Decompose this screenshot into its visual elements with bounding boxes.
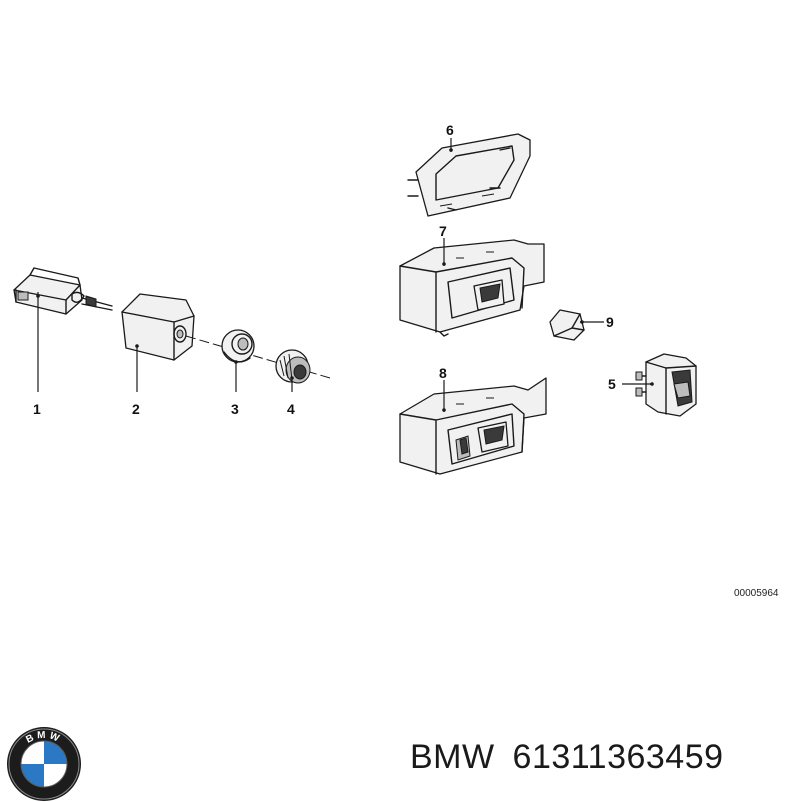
diagram-reference-number: 00005964 xyxy=(734,588,779,599)
callout-6: 6 xyxy=(446,122,454,138)
part-8-switch-panel xyxy=(399,377,547,475)
svg-text:BMW: BMW xyxy=(24,730,63,746)
part-9-button-cap xyxy=(549,309,585,341)
assembly-axis-line xyxy=(185,335,331,379)
part-2-housing xyxy=(121,293,195,361)
callout-3: 3 xyxy=(231,401,239,417)
callout-5: 5 xyxy=(608,376,616,392)
callout-1: 1 xyxy=(33,401,41,417)
leader-lines xyxy=(37,138,652,412)
part-3-ring xyxy=(221,329,255,363)
caption-part-number: 61311363459 xyxy=(512,738,724,776)
part-1-switch xyxy=(13,267,113,315)
bmw-roundel-icon: BMW xyxy=(7,727,81,801)
callout-2: 2 xyxy=(132,401,140,417)
leader-dots xyxy=(36,148,654,412)
part-5-rocker-switch xyxy=(635,353,697,417)
part-6-frame xyxy=(407,133,531,217)
part-7-switch-panel xyxy=(399,239,545,337)
caption-brand: BMW xyxy=(410,738,495,776)
callout-7: 7 xyxy=(439,223,447,239)
callout-4: 4 xyxy=(287,401,295,417)
part-caption: BMW 61311363459 xyxy=(410,738,724,777)
callout-9: 9 xyxy=(606,314,614,330)
callout-8: 8 xyxy=(439,365,447,381)
logo-text: BMW xyxy=(24,730,60,746)
